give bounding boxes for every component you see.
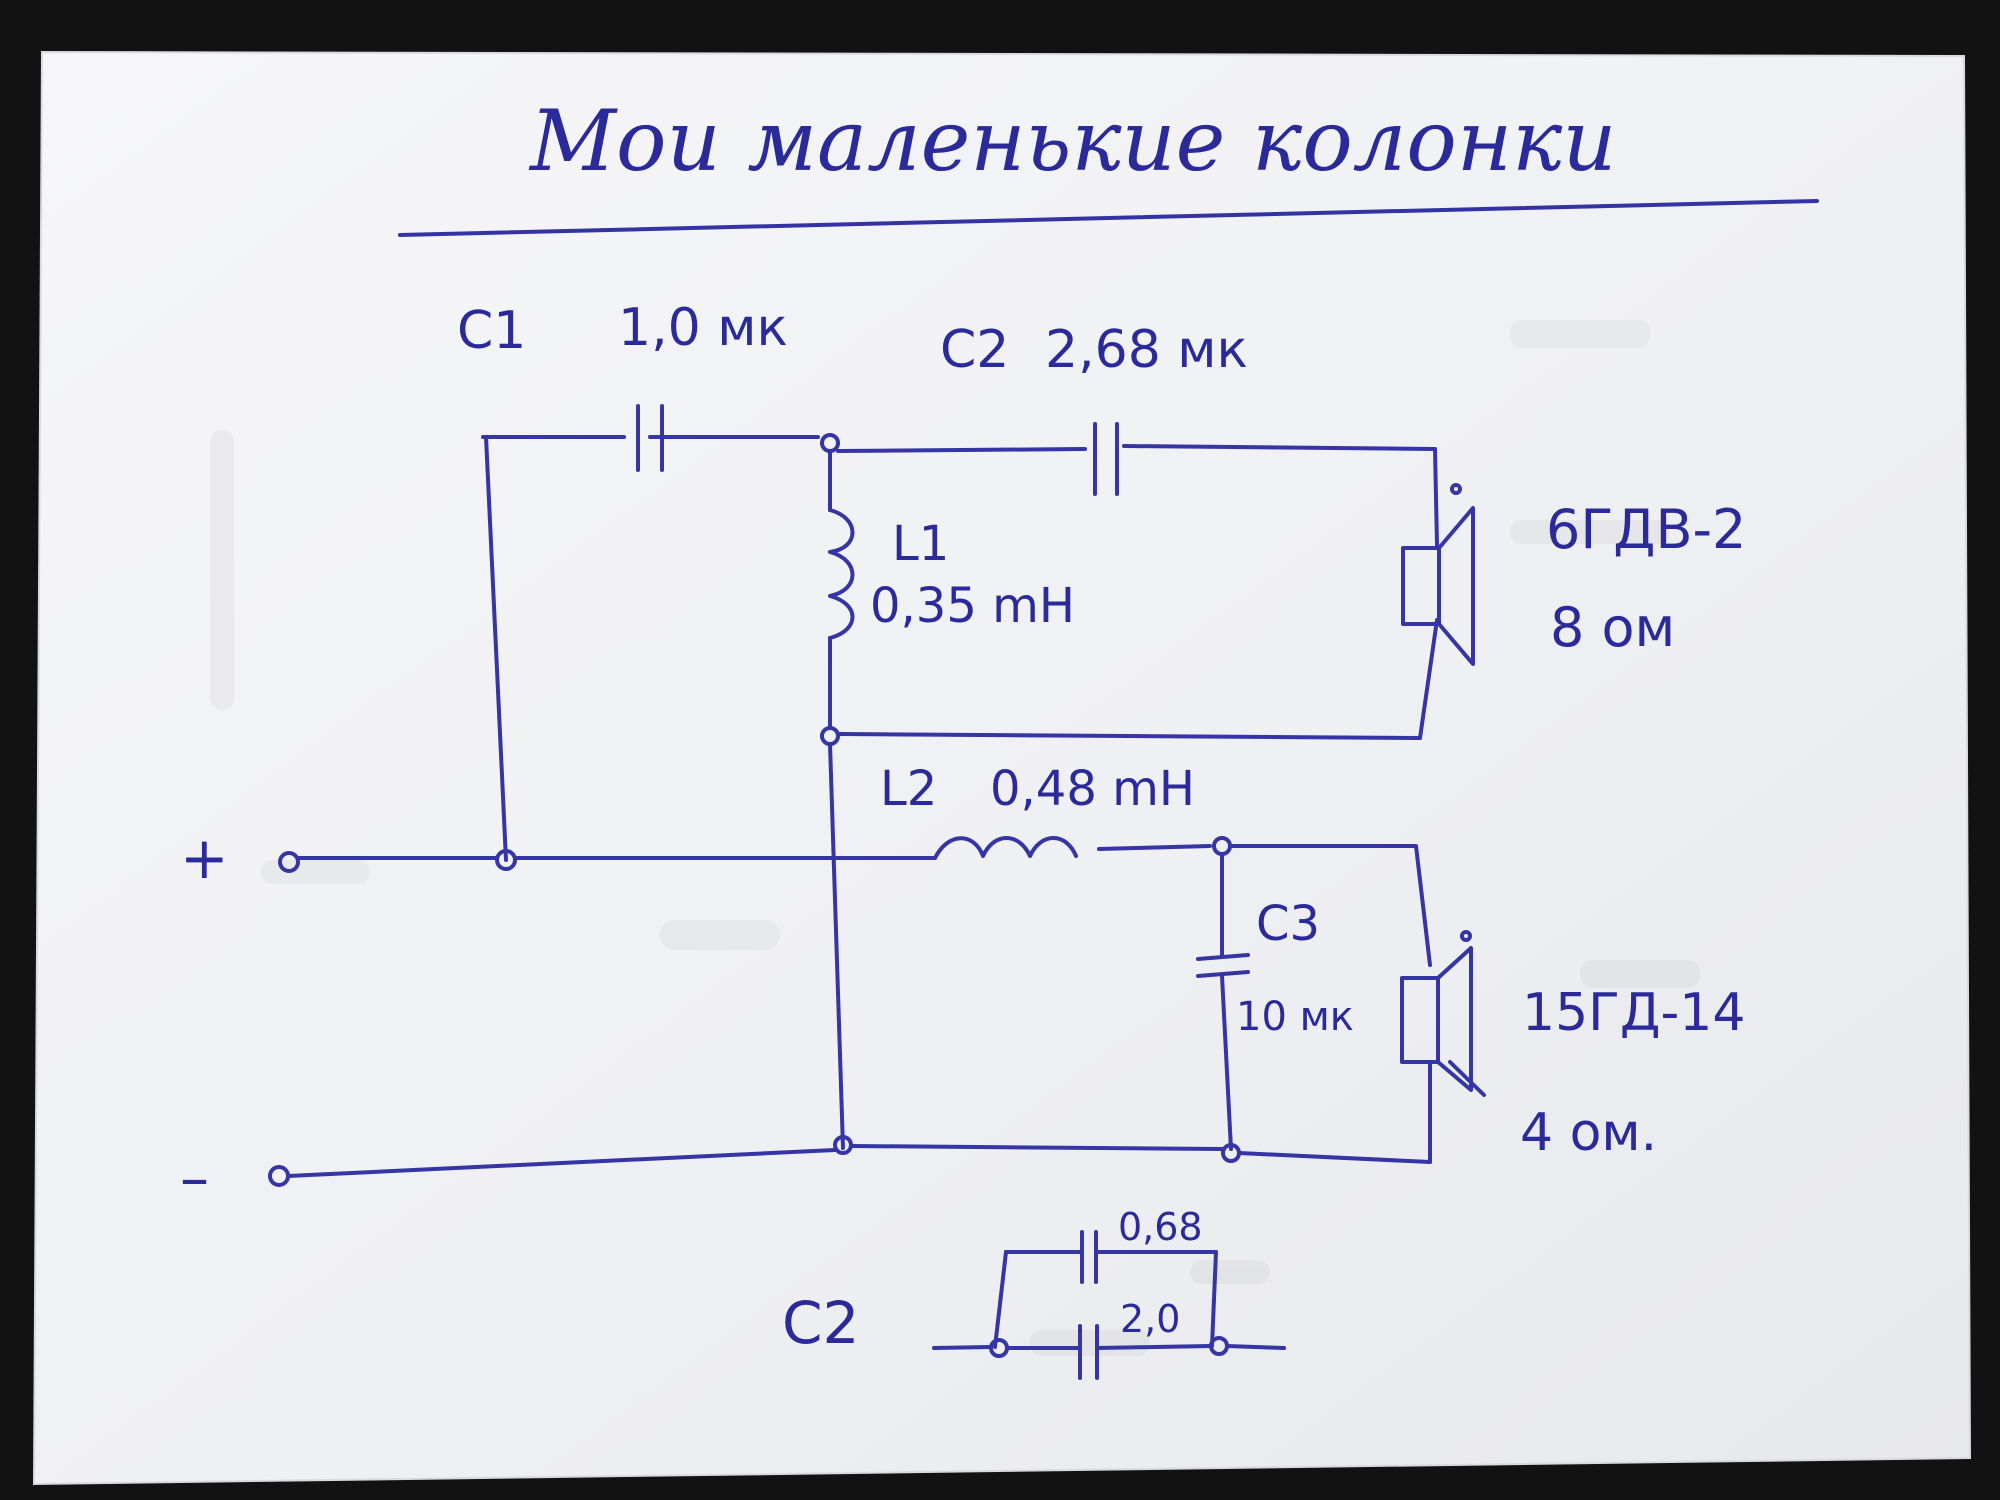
label-l2-ref: L2 [880, 761, 937, 817]
speaker-woofer-body [1400, 976, 1440, 1064]
inductor-l1 [828, 508, 855, 640]
wire-c2-right [1122, 444, 1437, 451]
c2-detail-bottom-right [1095, 1344, 1213, 1350]
wire-minus-left [286, 1148, 837, 1178]
label-c2-value: 2,68 мк [1045, 320, 1248, 380]
label-minus: – [180, 1144, 209, 1212]
c2-detail-left-vertical [993, 1250, 1008, 1349]
label-woofer-impedance: 4 ом. [1520, 1103, 1657, 1163]
tweeter-polarity-dot [1450, 483, 1462, 495]
circuit-drawing [268, 404, 1486, 1380]
c2-detail-right-vertical [1210, 1250, 1218, 1348]
capacitor-c3-plate-top [1196, 953, 1250, 961]
speaker-tweeter-cone [1437, 506, 1475, 666]
c2-detail-bottom-left-lead [932, 1345, 993, 1350]
label-plus: + [180, 824, 229, 892]
speaker-woofer-cone [1436, 946, 1473, 1092]
wire-woofer-top [1228, 844, 1432, 967]
label-c3-ref: C3 [1256, 896, 1320, 952]
label-c2-ref: C2 [940, 320, 1009, 380]
paper-edge [32, 50, 1972, 1486]
label-tweeter-model: 6ГДВ-2 [1546, 498, 1746, 561]
c2-detail-bottom-right-lead [1225, 1344, 1286, 1350]
label-tweeter-impedance: 8 ом [1550, 596, 1675, 659]
wire-tweeter-return [836, 732, 1422, 740]
label-c3-value: 10 мк [1236, 994, 1354, 1040]
label-c1-value: 1,0 мк [618, 298, 788, 358]
capacitor-c3-plate-bottom [1196, 970, 1250, 978]
woofer-polarity-dot [1460, 930, 1472, 942]
title-underline [398, 199, 1819, 237]
woofer-connection-tail [1448, 1060, 1486, 1097]
label-c2-detail: C2 [782, 1289, 859, 1357]
wire-c2-left [836, 447, 1087, 453]
label-c2-detail-cap-b: 2,0 [1120, 1297, 1180, 1341]
label-l2-value: 0,48 mH [990, 761, 1195, 817]
label-c2-detail-cap-a: 0,68 [1118, 1205, 1203, 1249]
wire-bottom-mid [849, 1144, 1225, 1151]
diagram-title: Мои маленькие колонки [528, 92, 1616, 190]
wire-c3-bottom [1220, 974, 1233, 1151]
label-l1-value: 0,35 mH [870, 578, 1075, 634]
wire-center-bottom [828, 742, 845, 1150]
paper-sheet [34, 52, 1970, 1484]
inductor-l2 [933, 836, 1078, 860]
plus-terminal [278, 851, 300, 873]
wire-l2-right [1097, 844, 1212, 851]
label-woofer-model: 15ГД-14 [1522, 983, 1745, 1043]
wire-bottom-right [1237, 1151, 1432, 1164]
wire-tweeter-top [1433, 447, 1439, 547]
label-c1-ref: C1 [457, 301, 526, 361]
wire-left-vertical [484, 435, 508, 862]
wire-tweeter-bottom [1418, 618, 1439, 740]
speaker-tweeter-body [1401, 546, 1441, 626]
label-l1-ref: L1 [892, 516, 949, 572]
